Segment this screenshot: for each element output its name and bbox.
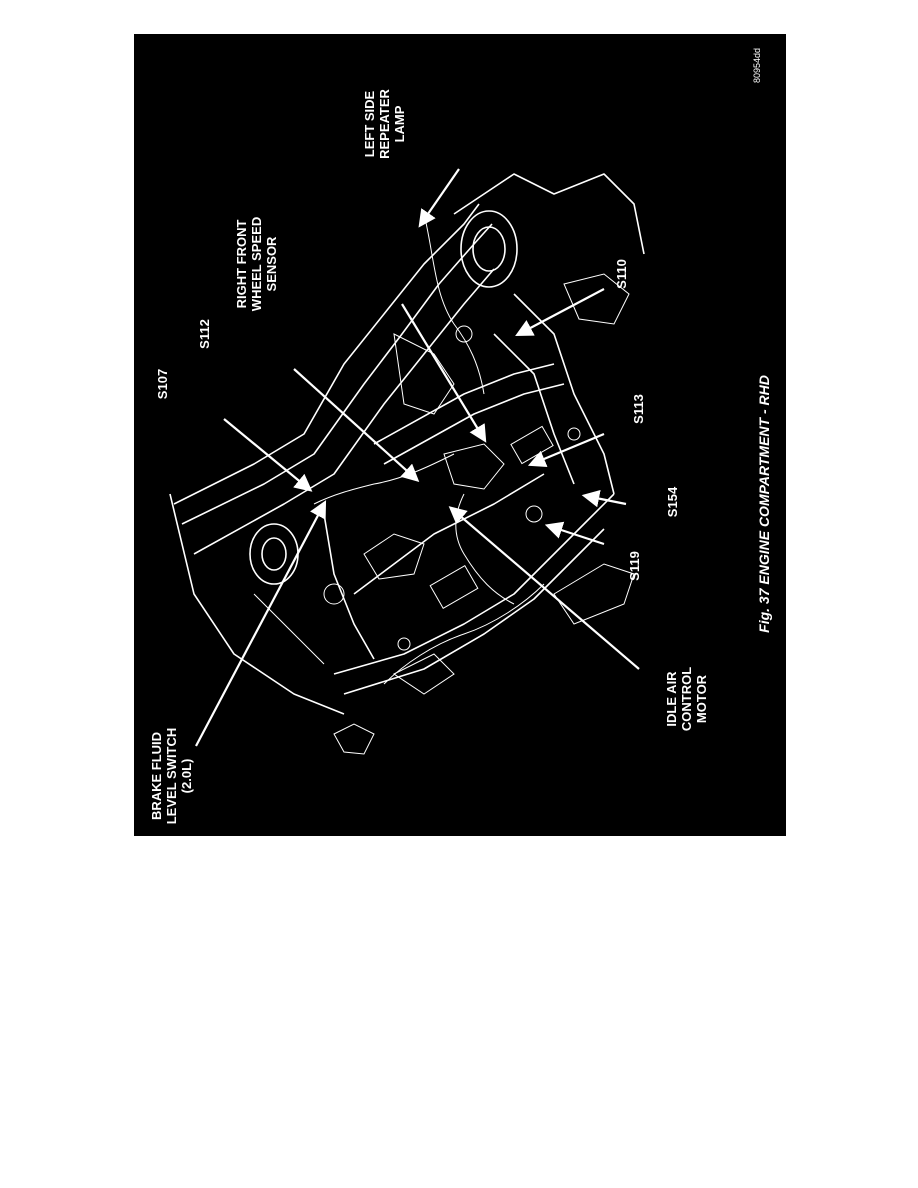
label-brake-fluid-line3: (2.0L): [179, 759, 194, 794]
svg-text:LAMP: LAMP: [392, 105, 407, 142]
label-idle-air-line1: IDLE AIR: [664, 671, 679, 727]
leader-idle-air-control-motor: [448, 506, 640, 670]
svg-text:(2.0L): (2.0L): [179, 759, 194, 794]
leader-left-side-repeater-lamp: [418, 168, 460, 228]
vehicle-structure-drawing: [169, 173, 645, 755]
label-idle-air-line2: CONTROL: [679, 667, 694, 731]
leader-s154: [581, 489, 627, 508]
label-left-side-line1: LEFT SIDE: [362, 90, 377, 157]
label-s107: S107: [155, 369, 170, 399]
svg-text:WHEEL SPEED: WHEEL SPEED: [249, 217, 264, 311]
svg-text:IDLE AIR: IDLE AIR: [664, 671, 679, 727]
figure-code: 80954dd: [752, 48, 762, 83]
svg-text:LEFT SIDE: LEFT SIDE: [362, 90, 377, 157]
leader-s110: [515, 288, 605, 337]
label-s119: S119: [627, 551, 642, 581]
label-brake-fluid-line2: LEVEL SWITCH: [164, 728, 179, 825]
label-s112: S112: [197, 319, 212, 349]
svg-text:MOTOR: MOTOR: [694, 674, 709, 723]
leader-s113: [527, 432, 605, 468]
label-wheel-speed-line1: RIGHT FRONT: [234, 220, 249, 309]
diagram-canvas: 80954dd LEFT SIDE REPEATER LAMP RIGHT FR…: [149, 48, 772, 825]
figure-caption: Fig. 37 ENGINE COMPARTMENT - RHD: [756, 375, 772, 633]
label-wheel-speed-line2: WHEEL SPEED: [249, 217, 264, 311]
label-left-side-line3: LAMP: [392, 105, 407, 142]
callout-right-front-wheel-speed-sensor: RIGHT FRONT WHEEL SPEED SENSOR: [234, 217, 279, 311]
callout-brake-fluid-level-switch: BRAKE FLUID LEVEL SWITCH (2.0L): [149, 728, 194, 825]
label-s110: S110: [614, 259, 629, 289]
leader-right-front-wheel-speed-sensor: [401, 303, 487, 443]
leader-s112: [293, 368, 420, 482]
label-wheel-speed-line3: SENSOR: [264, 236, 279, 292]
leader-lines: [195, 168, 640, 747]
svg-text:CONTROL: CONTROL: [679, 667, 694, 731]
svg-text:LEVEL SWITCH: LEVEL SWITCH: [164, 728, 179, 825]
leader-s107: [223, 418, 313, 492]
engine-compartment-figure: 80954dd LEFT SIDE REPEATER LAMP RIGHT FR…: [134, 34, 786, 836]
label-s154: S154: [665, 486, 680, 517]
svg-text:RIGHT FRONT: RIGHT FRONT: [234, 220, 249, 309]
label-s113: S113: [631, 394, 646, 424]
label-left-side-line2: REPEATER: [377, 88, 392, 158]
label-brake-fluid-line1: BRAKE FLUID: [149, 732, 164, 820]
callout-left-side-repeater-lamp: LEFT SIDE REPEATER LAMP: [362, 88, 407, 158]
label-idle-air-line3: MOTOR: [694, 674, 709, 723]
leader-s119: [544, 521, 605, 546]
svg-text:BRAKE FLUID: BRAKE FLUID: [149, 732, 164, 820]
leader-brake-fluid-level-switch: [195, 500, 327, 747]
callout-idle-air-control-motor: IDLE AIR CONTROL MOTOR: [664, 667, 709, 731]
svg-text:REPEATER: REPEATER: [377, 88, 392, 158]
svg-text:SENSOR: SENSOR: [264, 236, 279, 292]
